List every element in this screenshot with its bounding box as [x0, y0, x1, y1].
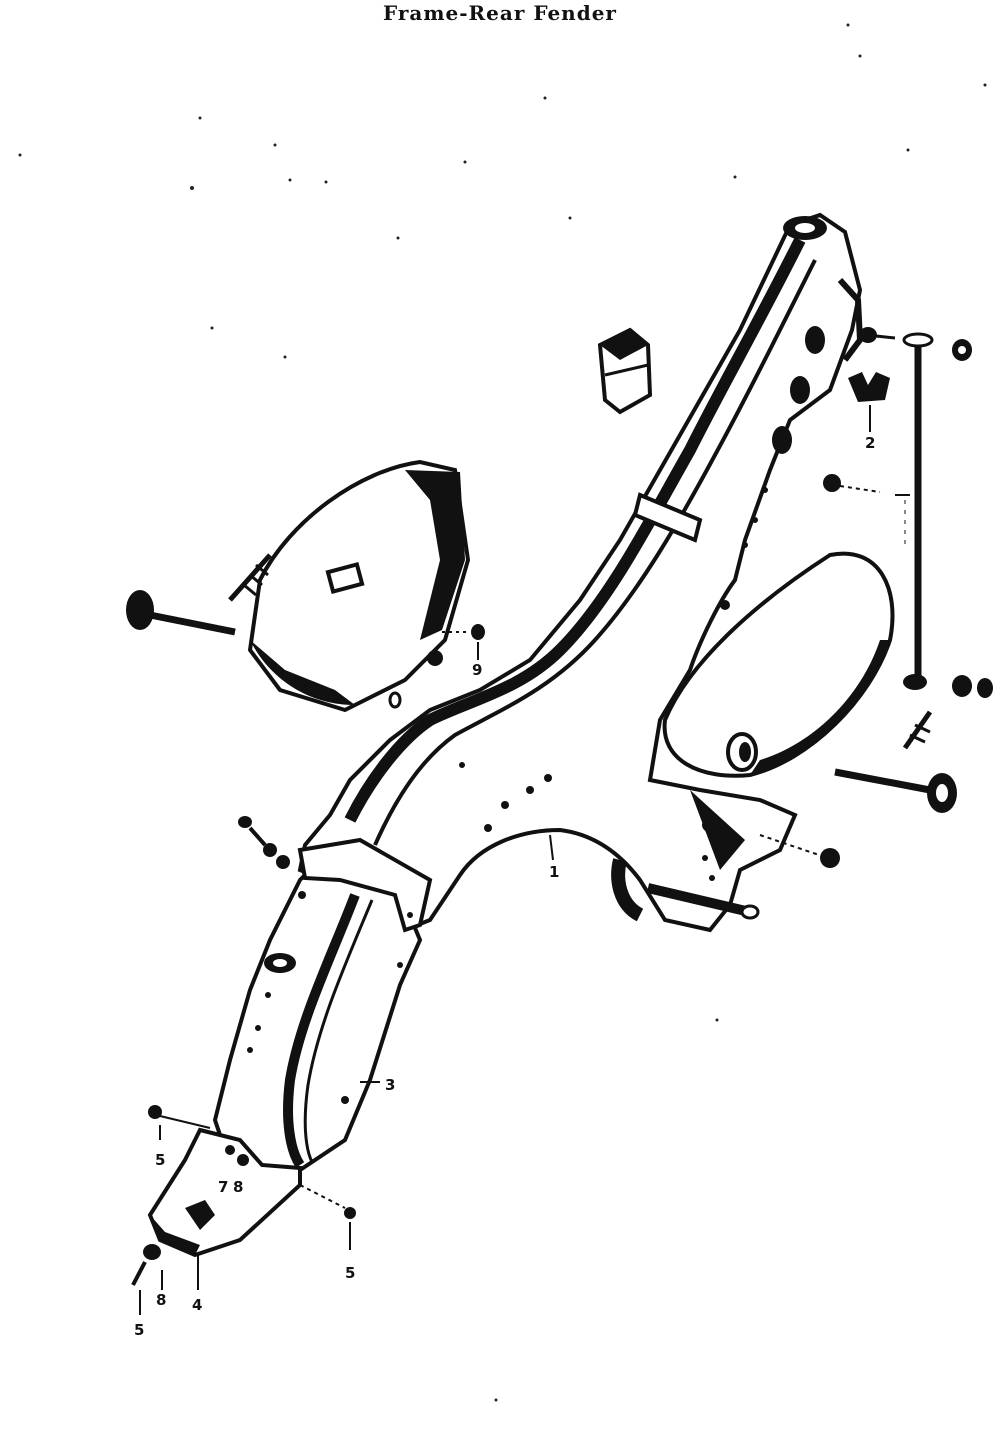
callout-9: 9 [472, 661, 482, 679]
diagram-title: Frame-Rear Fender [383, 1, 617, 25]
callout-5-right: 5 [345, 1264, 355, 1282]
right-side-cover [662, 551, 895, 778]
frame-main-body [297, 212, 864, 933]
bracket-part-2 [848, 372, 890, 432]
callout-7: 7 [218, 1178, 228, 1196]
callout-5-top: 5 [155, 1151, 165, 1169]
fender-bolt [238, 816, 290, 869]
rear-lug-bolt [702, 817, 840, 868]
callout-2: 2 [865, 434, 875, 452]
screw-9 [427, 624, 485, 666]
grommet-right [902, 710, 933, 750]
rear-flap [147, 1127, 302, 1290]
left-side-cover [247, 459, 471, 713]
washer-7-8 [225, 1145, 249, 1166]
grommet-left [228, 553, 272, 602]
tool-box-block [597, 327, 653, 415]
stay-rod [895, 332, 993, 698]
rear-fender [212, 837, 433, 1173]
callout-1: 1 [549, 863, 559, 881]
screw-5-top [148, 1105, 211, 1140]
callout-4: 4 [192, 1296, 202, 1314]
scan-speckles [18, 23, 987, 1402]
side-cover-knob-screw-right [834, 768, 957, 813]
callout-3: 3 [385, 1076, 395, 1094]
screw-5-right [299, 1184, 356, 1250]
callout-8-lower: 8 [156, 1291, 166, 1309]
callout-8-upper: 8 [233, 1178, 243, 1196]
bolt-mid-right [823, 474, 881, 493]
screw-5-left [131, 1244, 163, 1315]
side-cover-knob-screw [126, 590, 236, 636]
callout-5-left: 5 [134, 1321, 144, 1339]
bolt-top-right [859, 327, 896, 343]
